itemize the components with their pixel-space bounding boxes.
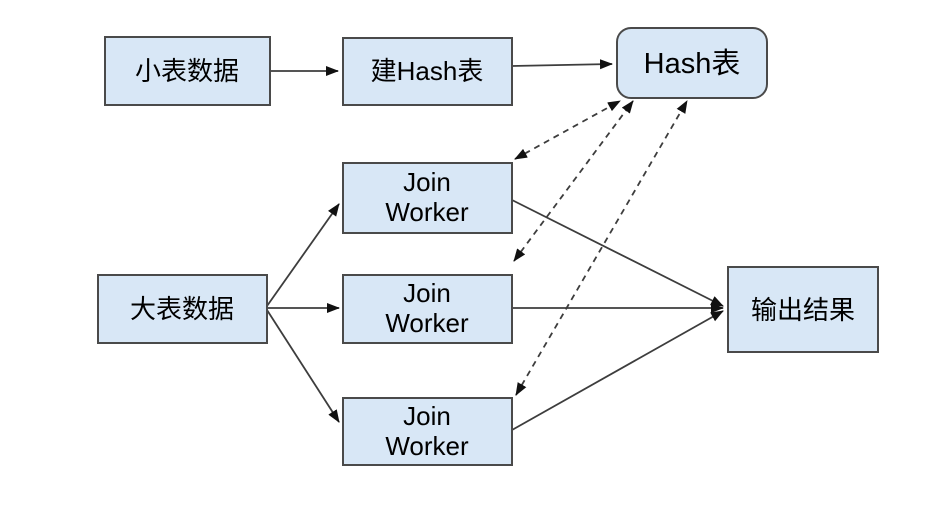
join-worker-3-label-line1: Join [403,401,451,431]
edge-join-worker-3-to-output [511,310,724,431]
node-join-worker-3: Join Worker [342,397,513,466]
join-worker-3-box [342,397,513,466]
node-small-table: 小表数据 [104,36,271,106]
small-table-label: 小表数据 [135,56,239,86]
big-table-box [97,274,268,344]
hash-table-box [616,27,768,99]
join-worker-1-label-line2: Worker [385,197,469,227]
edge-big-table-to-join-worker-3 [266,309,340,423]
node-build-hash: 建Hash表 [342,37,513,106]
output-label: 输出结果 [751,295,855,325]
join-worker-2-label-line1: Join [403,278,451,308]
edge-join-worker-3-hash-table-dashed [515,100,688,396]
node-output: 输出结果 [727,266,879,353]
edge-build-hash-to-hash-table [511,59,613,70]
node-join-worker-2: Join Worker [342,274,513,344]
node-layer: 小表数据 建Hash表 Hash表 大表数据 Join Worker Join … [97,27,879,466]
join-worker-3-label-line2: Worker [385,431,469,461]
edge-join-worker-2-hash-table-dashed [513,100,634,262]
output-box [727,266,879,353]
big-table-label: 大表数据 [130,294,234,324]
join-worker-2-label-line2: Worker [385,308,469,338]
edge-join-worker-1-hash-table-dashed [514,100,621,160]
build-hash-box [342,37,513,106]
join-worker-2-box [342,274,513,344]
small-table-box [104,36,271,106]
node-big-table: 大表数据 [97,274,268,344]
node-join-worker-1: Join Worker [342,162,513,234]
join-worker-1-box [342,162,513,234]
node-hash-table: Hash表 [616,27,768,99]
build-hash-label: 建Hash表 [371,56,484,86]
edge-layer [266,59,724,431]
edge-big-table-to-join-worker-1 [266,203,340,307]
hash-table-label: Hash表 [644,47,741,80]
edge-join-worker-1-to-output [511,199,724,307]
join-worker-1-label-line1: Join [403,167,451,197]
